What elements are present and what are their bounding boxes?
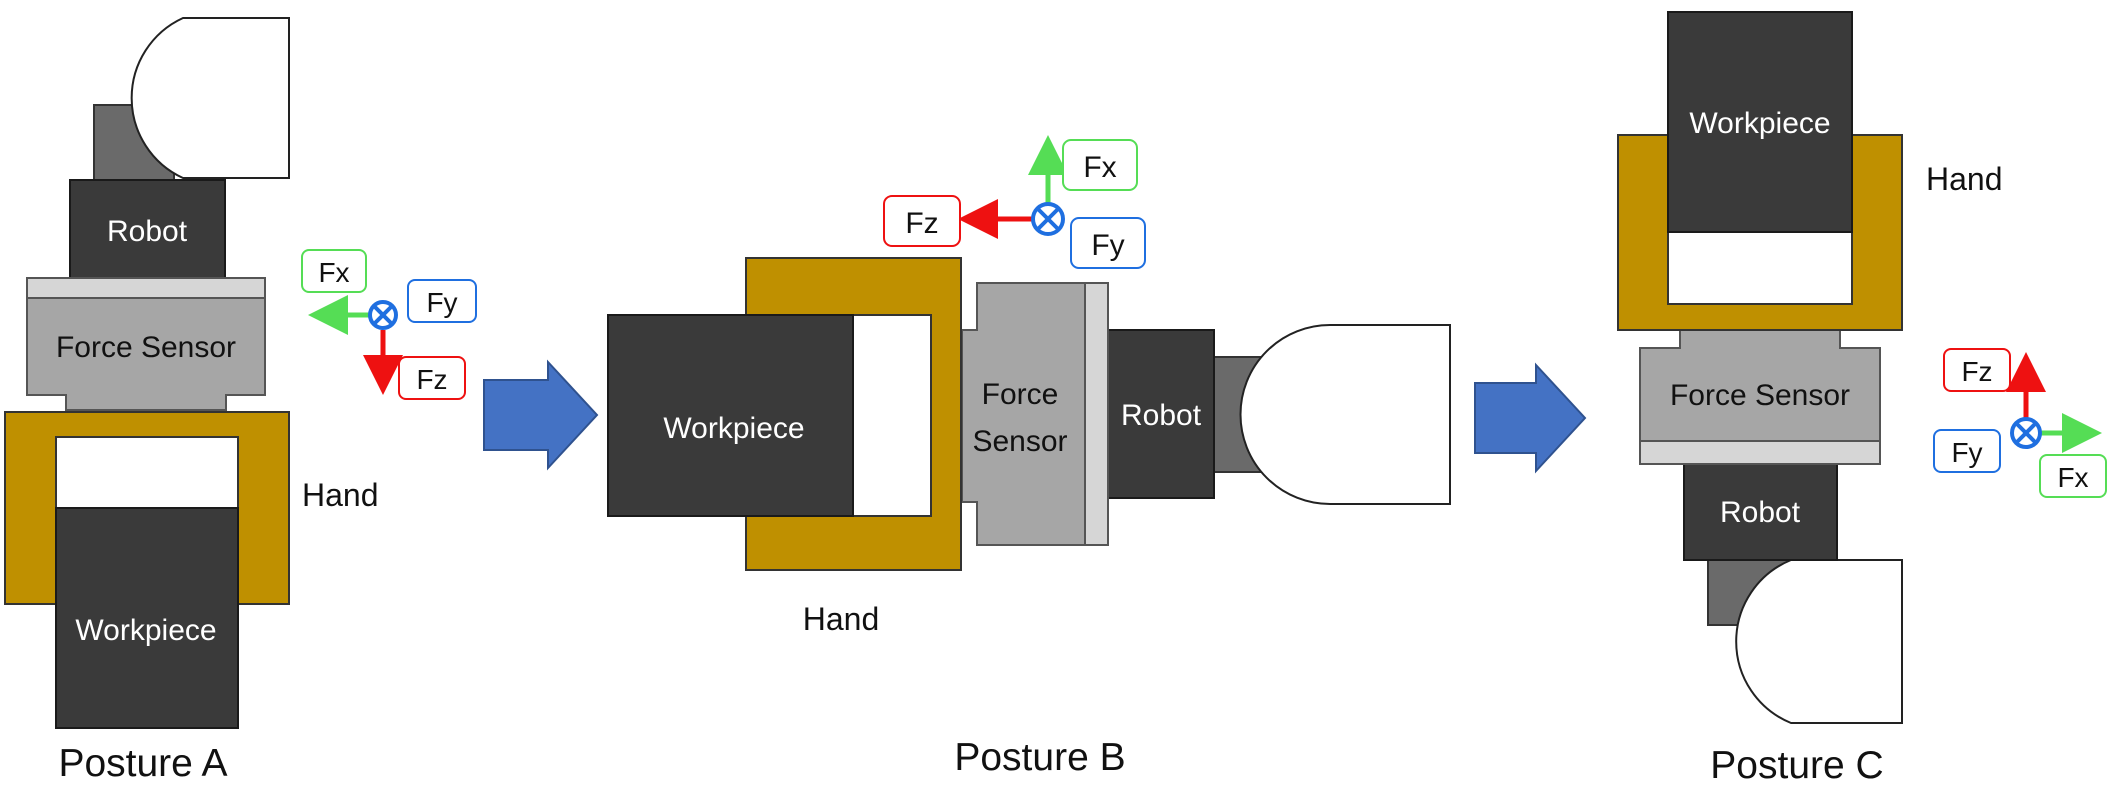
robot-base-b	[1239, 324, 1451, 505]
sensor-plate-a	[26, 277, 266, 299]
sensor-plate-c	[1639, 440, 1881, 465]
hand-a	[4, 411, 290, 605]
posture-c: Robot Force Sensor Workpiece Hand Fz Fy …	[1617, 11, 2107, 787]
hand-label-b: Hand	[803, 601, 880, 637]
fz-label-b: Fz	[905, 207, 938, 240]
posture-a: Robot Force Sensor Workpiece Hand Fx Fy …	[4, 17, 477, 785]
workpiece-label-b: Workpiece	[663, 412, 804, 445]
fz-label-a: Fz	[416, 364, 447, 395]
axes-a: Fx Fy Fz	[301, 249, 477, 400]
workpiece-a	[55, 507, 239, 729]
fx-label-b: Fx	[1083, 151, 1116, 184]
force-sensor-label-b-line1: Force	[982, 378, 1059, 411]
fy-into-page-icon-c	[2010, 417, 2042, 449]
fy-label-b: Fy	[1091, 229, 1124, 262]
robot-body-a	[69, 179, 226, 279]
fx-label-a: Fx	[318, 257, 349, 288]
robot-base-a	[130, 17, 290, 179]
robot-body-b	[1107, 329, 1215, 499]
sensor-plate-b	[1084, 282, 1109, 546]
posture-b: Robot Force Sensor Workpiece Hand Fx Fy	[607, 135, 1451, 779]
force-sensor-c	[1639, 329, 1881, 442]
fy-box-c	[1933, 429, 2001, 473]
workpiece-label-c: Workpiece	[1689, 107, 1830, 140]
robot-label-c: Robot	[1720, 496, 1801, 529]
fx-box-c	[2039, 454, 2107, 498]
fx-box-a	[301, 249, 367, 293]
workpiece-label-a: Workpiece	[75, 614, 216, 647]
fz-box-c	[1943, 348, 2011, 392]
workpiece-c	[1667, 11, 1853, 233]
axes-b: Fx Fy Fz	[883, 135, 1146, 269]
robot-base-c	[1735, 559, 1903, 724]
fx-box-b	[1062, 139, 1138, 191]
robot-body-c	[1683, 463, 1838, 561]
posture-a-caption: Posture A	[58, 742, 227, 785]
force-sensor-a	[26, 297, 266, 411]
robot-label-a: Robot	[107, 215, 188, 248]
force-sensor-label-c: Force Sensor	[1670, 379, 1850, 412]
fy-box-b	[1070, 217, 1146, 269]
force-sensor-b	[961, 282, 1086, 546]
hand-label-a: Hand	[302, 477, 379, 513]
posture-b-caption: Posture B	[954, 736, 1125, 779]
fy-label-a: Fy	[426, 287, 457, 318]
transition-arrow-1	[483, 359, 599, 471]
fy-box-a	[407, 279, 477, 323]
fy-into-page-icon-a	[368, 300, 398, 330]
force-sensor-label-a: Force Sensor	[56, 331, 236, 364]
fz-box-a	[398, 356, 466, 400]
force-sensor-label-b-line2: Sensor	[972, 425, 1067, 458]
posture-c-caption: Posture C	[1710, 744, 1883, 787]
robot-label-b: Robot	[1121, 399, 1202, 432]
hand-label-c: Hand	[1926, 161, 2003, 197]
axes-c: Fz Fy Fx	[1933, 348, 2107, 498]
fz-box-b	[883, 195, 961, 247]
fz-label-c: Fz	[1961, 356, 1992, 387]
workpiece-b	[607, 314, 854, 517]
transition-arrow-2	[1474, 362, 1587, 474]
fy-into-page-icon-b	[1031, 202, 1065, 236]
fy-label-c: Fy	[1951, 437, 1982, 468]
fx-label-c: Fx	[2057, 462, 2088, 493]
